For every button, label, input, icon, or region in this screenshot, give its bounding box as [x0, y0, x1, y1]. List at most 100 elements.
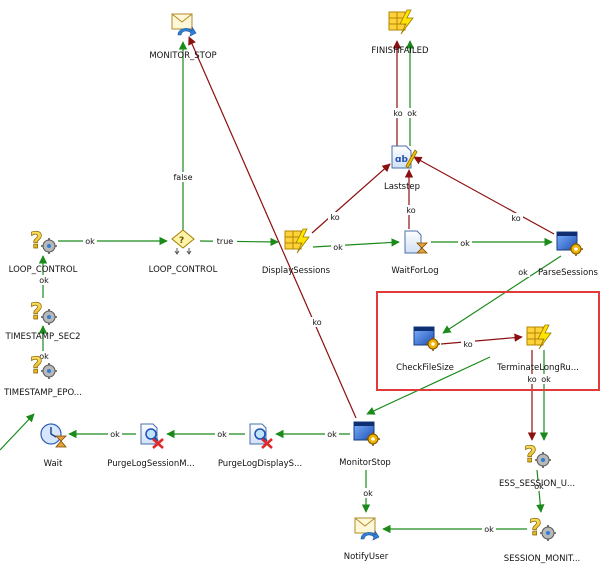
- node-notify-user[interactable]: NotifyUser: [344, 517, 389, 562]
- edge-monitor_stop_step-to-monitor_stop[interactable]: ko: [188, 36, 357, 419]
- edge-label: ok: [484, 525, 494, 534]
- edge-purge_log_session_m-to-wait[interactable]: ok: [68, 429, 136, 439]
- edge-label: ko: [406, 206, 415, 215]
- node-label: ParseSessions: [538, 268, 599, 278]
- search-delete-icon: [249, 423, 273, 449]
- edge-purge_log_display_s-to-purge_log_session_m[interactable]: ok: [166, 429, 245, 439]
- mail-reply-icon: [354, 517, 380, 541]
- edge-line[interactable]: [440, 333, 523, 345]
- node-loop-control-1[interactable]: ?LOOP_CONTROL: [9, 229, 78, 275]
- edge-label-background: [37, 351, 51, 361]
- edge-wait_for_log-to-laststep[interactable]: ko: [404, 169, 418, 229]
- node-display-sessions[interactable]: DisplaySessions: [262, 228, 331, 276]
- edge-wait_for_log-to-parse_sessions[interactable]: ok: [431, 237, 553, 248]
- edge-display_sessions-to-laststep[interactable]: ko: [311, 163, 391, 234]
- node-loop-control-2[interactable]: ?LOOP_CONTROL: [149, 229, 218, 275]
- edge-terminate_long_run-to-ess_session_u[interactable]: ko: [525, 350, 539, 441]
- edge-line[interactable]: [442, 255, 562, 334]
- node-purge-log-session-m[interactable]: PurgeLogSessionM...: [107, 423, 195, 469]
- edge-label: ok: [534, 482, 544, 491]
- edge-label-background: [168, 172, 198, 182]
- node-terminate-long-run[interactable]: TerminateLongRu...: [496, 324, 579, 373]
- edge-display_sessions-to-wait_for_log[interactable]: ok: [312, 238, 400, 252]
- window-gear-icon: [353, 421, 380, 446]
- edge-label: ok: [327, 430, 337, 439]
- edge-laststep-to-finish_failed[interactable]: ok: [405, 40, 419, 146]
- node-purge-log-display-s[interactable]: PurgeLogDisplayS...: [218, 423, 302, 469]
- edge-label: ok: [39, 352, 49, 361]
- node-label: Wait: [44, 459, 63, 469]
- edge-timestamp_sec2-to-loop_control_1[interactable]: ok: [37, 255, 51, 298]
- edge-monitor_stop_step-to-purge_log_display_s[interactable]: ok: [275, 429, 350, 439]
- edge-monitor_stop_step-to-notify_user[interactable]: ok: [361, 470, 375, 513]
- svg-text:?: ?: [179, 236, 184, 246]
- edge-label-background: [108, 429, 122, 439]
- edge-parse_sessions-to-check_file_size[interactable]: ok: [442, 255, 562, 334]
- edge-session_monit-to-notify_user[interactable]: ok: [382, 524, 527, 534]
- edge-label-background: [516, 267, 530, 277]
- edge-loop_control_1-to-loop_control_2[interactable]: ok: [58, 236, 168, 246]
- edge-label-background: [325, 429, 339, 439]
- clock-hourglass-icon: [40, 423, 67, 448]
- edge-label: ok: [541, 375, 551, 384]
- edge-ess_session_u-to-session_monit[interactable]: ok: [532, 469, 546, 513]
- edge-terminate_long_run-to-ess_session_u[interactable]: ok: [539, 350, 553, 441]
- node-finish-failed[interactable]: FINISHFAILED: [371, 9, 429, 56]
- edge-label: ok: [363, 489, 373, 498]
- question-gear-icon: ?: [30, 300, 57, 325]
- lightning-table-icon: [526, 324, 552, 350]
- node-parse-sessions[interactable]: ParseSessions: [538, 231, 599, 278]
- svg-text:?: ?: [30, 354, 43, 379]
- edge-parse_sessions-to-laststep[interactable]: ko: [413, 156, 555, 235]
- node-timestamp-epo[interactable]: ?TIMESTAMP_EPO...: [3, 354, 82, 398]
- node-check-file-size[interactable]: CheckFileSize: [396, 326, 454, 373]
- window-gear-icon: [556, 231, 583, 256]
- edge-line[interactable]: [0, 413, 35, 451]
- edge-timestamp_epo-to-timestamp_sec2[interactable]: ok: [37, 325, 51, 361]
- edge-check_file_size-to-monitor_stop_step[interactable]: [366, 356, 491, 415]
- edge-line[interactable]: [311, 163, 391, 234]
- edge-loop_control_2-to-display_sessions[interactable]: true: [199, 236, 279, 247]
- node-ess-session-u[interactable]: ?ESS_SESSION_U...: [499, 443, 575, 489]
- node-wait-for-log[interactable]: WaitForLog: [391, 230, 439, 276]
- edge-line[interactable]: [188, 36, 357, 419]
- edge-label: ok: [110, 430, 120, 439]
- node-label: DisplaySessions: [262, 266, 331, 276]
- window-gear-icon: [413, 326, 440, 351]
- edge-wait-to-timestamp_epo[interactable]: [0, 413, 35, 451]
- svg-text:?: ?: [524, 443, 537, 468]
- mail-reply-icon: [171, 13, 197, 37]
- lightning-table-icon: [388, 9, 414, 35]
- edge-label: ko: [312, 318, 321, 327]
- edge-label: false: [173, 173, 192, 182]
- edge-check_file_size-to-terminate_long_run[interactable]: ko: [440, 333, 523, 349]
- node-session-monit[interactable]: ?SESSION_MONIT...: [504, 516, 581, 564]
- edge-label-background: [404, 205, 418, 215]
- node-monitor-stop[interactable]: MONITOR_STOP: [149, 13, 217, 61]
- edge-label: ok: [460, 239, 470, 248]
- edge-label-background: [37, 275, 51, 285]
- edge-line[interactable]: [366, 356, 491, 415]
- edge-line[interactable]: [199, 237, 279, 247]
- node-wait[interactable]: Wait: [40, 423, 67, 469]
- edge-label-background: [405, 108, 419, 118]
- edge-line[interactable]: [413, 156, 555, 235]
- node-timestamp-sec2[interactable]: ?TIMESTAMP_SEC2: [5, 300, 81, 342]
- node-monitor-stop-step[interactable]: MonitorStop: [339, 421, 391, 468]
- node-label: MONITOR_STOP: [149, 51, 216, 61]
- edge-line[interactable]: [312, 238, 400, 248]
- edge-loop_control_2-to-monitor_stop[interactable]: false: [168, 41, 198, 230]
- edge-label-background: [458, 238, 472, 248]
- edge-laststep-to-finish_failed[interactable]: ko: [391, 40, 405, 146]
- node-label: FINISHFAILED: [371, 46, 429, 56]
- lightning-table-icon: [284, 228, 310, 254]
- question-gear-icon: ?: [30, 354, 57, 379]
- svg-text:?: ?: [30, 229, 43, 254]
- edge-label: ok: [518, 268, 528, 277]
- edge-label: ko: [527, 375, 536, 384]
- selection-highlight-box: [376, 291, 600, 391]
